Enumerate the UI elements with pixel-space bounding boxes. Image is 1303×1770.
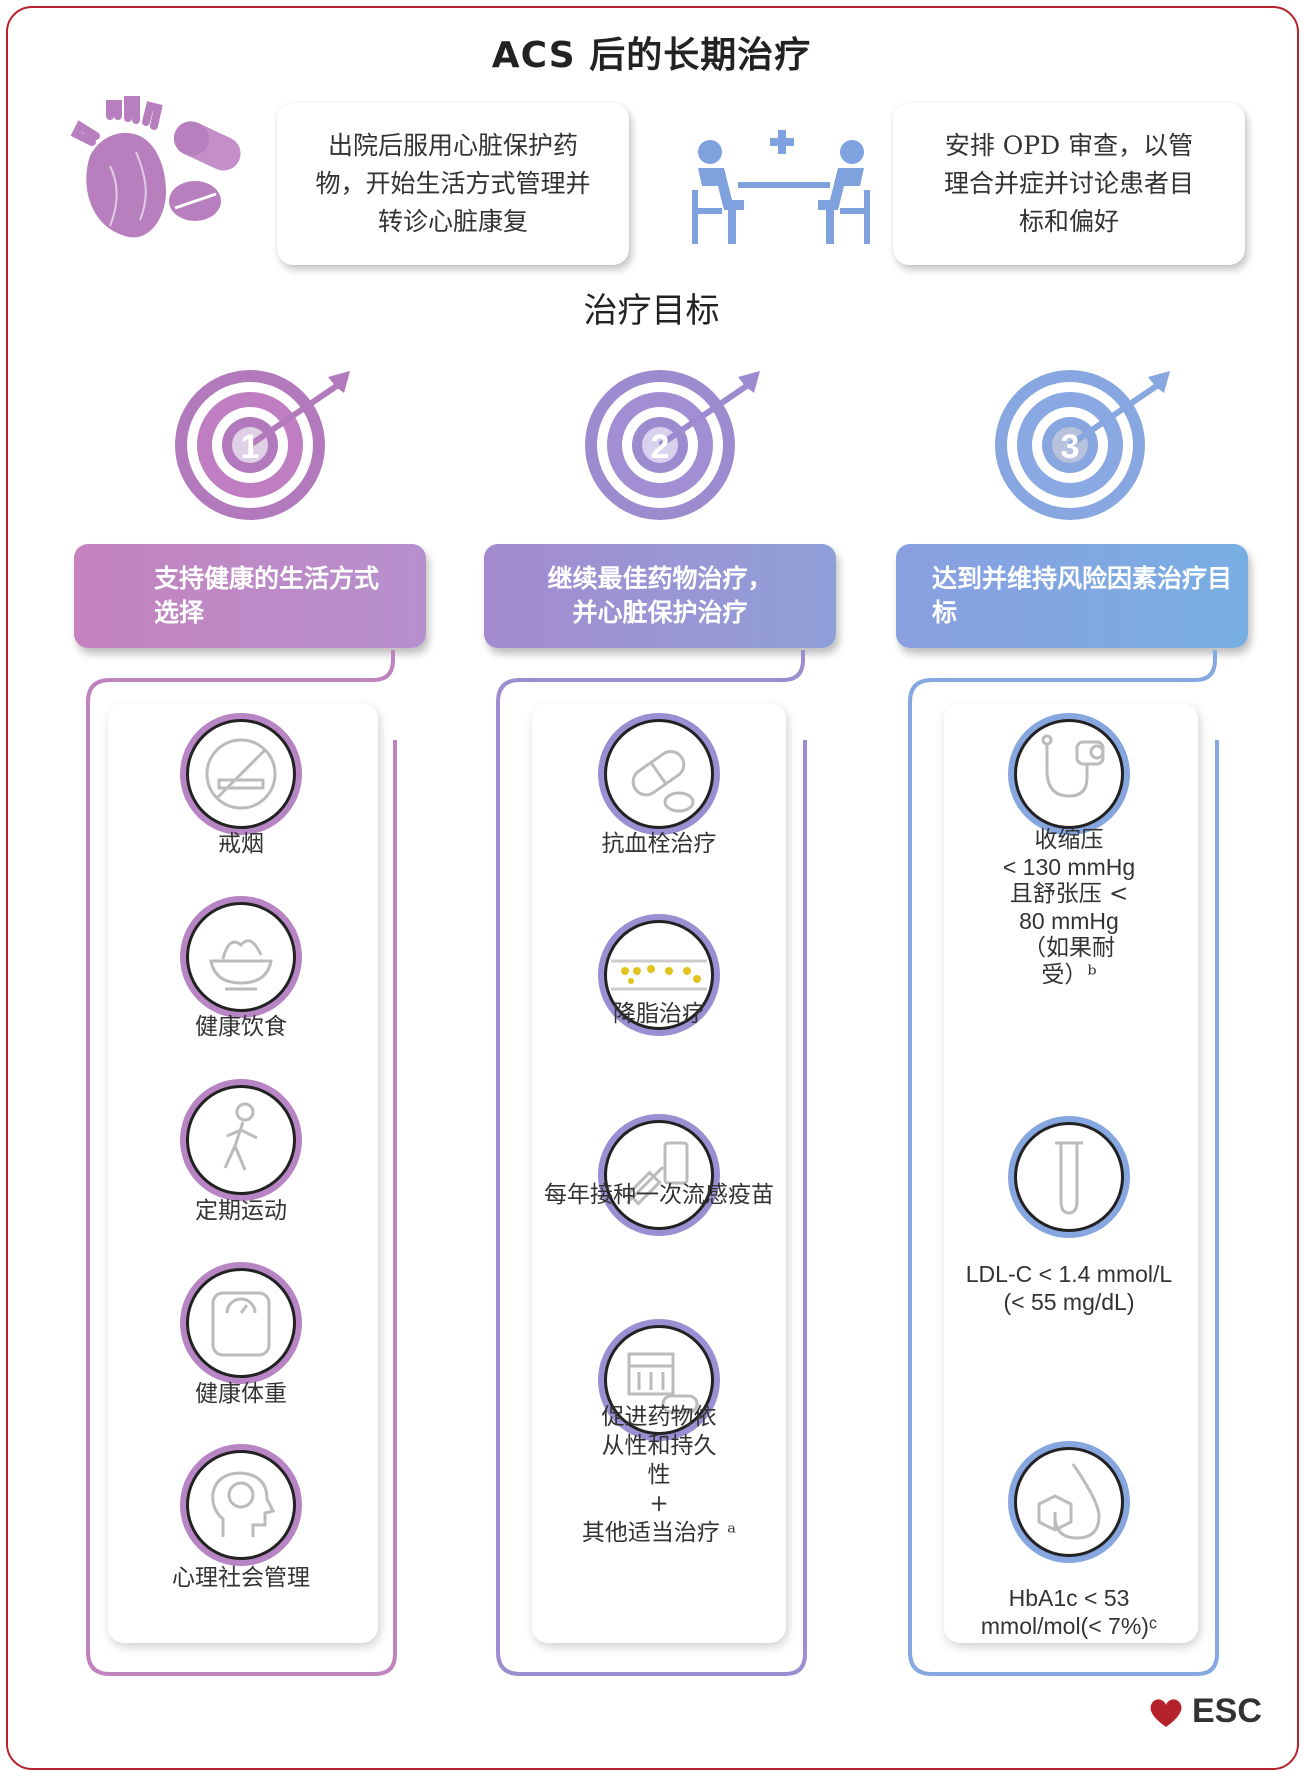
label-bp-target: 收缩压 < 130 mmHg 且舒张压 < 80 mmHg （如果耐 受）ᵇ bbox=[949, 827, 1189, 989]
opd-card-text: 安排 OPD 审查，以管理合并症并讨论患者目标和偏好 bbox=[943, 131, 1194, 236]
goal-number-1: 1 bbox=[241, 428, 260, 466]
bp-line-2: < 130 mmHg bbox=[1002, 854, 1136, 880]
ldl-line-2: (< 55 mg/dL) bbox=[1003, 1289, 1135, 1315]
esc-logo: ESC bbox=[1146, 1692, 1262, 1731]
bp-line-3: 且舒张压 < bbox=[1009, 881, 1129, 907]
label-ldl-target: LDL-C < 1.4 mmol/L (< 55 mg/dL) bbox=[949, 1260, 1189, 1316]
label-healthy-diet: 健康饮食 bbox=[195, 1014, 287, 1040]
no-smoking-icon bbox=[186, 719, 296, 829]
opd-card: 安排 OPD 审查，以管理合并症并讨论患者目标和偏好 bbox=[893, 103, 1245, 265]
label-lipid-lowering: 降脂治疗 bbox=[613, 1001, 705, 1027]
page-title: ACS 后的长期治疗 bbox=[491, 35, 812, 76]
label-regular-exercise: 定期运动 bbox=[195, 1198, 287, 1224]
bp-line-6: 受）ᵇ bbox=[1041, 962, 1097, 988]
exercise-icon bbox=[186, 1085, 296, 1195]
target-icon-3: 3 bbox=[995, 370, 1170, 520]
label-adherence: 促进药物依从性和持久性 + 其他适当治疗 ᵃ bbox=[539, 1403, 779, 1548]
goal-number-2: 2 bbox=[651, 428, 670, 466]
label-healthy-weight: 健康体重 bbox=[195, 1381, 287, 1407]
discharge-card-text: 出院后服用心脏保护药物，开始生活方式管理并转诊心脏康复 bbox=[315, 131, 591, 236]
bp-line-5: （如果耐 bbox=[1023, 935, 1115, 961]
goal-banner-risk-factors: 达到并维持风险因素治疗目标 bbox=[896, 544, 1248, 648]
heart-pill-icon bbox=[70, 96, 241, 238]
goal-title-2: 继续最佳药物治疗，并心脏保护治疗 bbox=[547, 564, 773, 627]
test-tube-icon bbox=[1014, 1122, 1124, 1232]
antithrombotic-pill-icon bbox=[604, 719, 714, 829]
weight-scale-icon bbox=[186, 1268, 296, 1378]
healthy-food-icon bbox=[186, 902, 296, 1012]
hba1c-line-2: mmol/mol(< 7%)ᶜ bbox=[980, 1613, 1158, 1639]
ldl-line-1: LDL-C < 1.4 mmol/L bbox=[965, 1261, 1173, 1287]
label-hba1c-target: HbA1c < 53 mmol/mol(< 7%)ᶜ bbox=[949, 1584, 1189, 1640]
goal-title-1: 支持健康的生活方式选择 bbox=[154, 564, 380, 627]
calendar-pill-icon bbox=[604, 1325, 714, 1435]
section-title: 治疗目标 bbox=[583, 291, 720, 331]
esc-logo-text: ESC bbox=[1192, 1692, 1262, 1730]
consultation-icon bbox=[692, 130, 870, 244]
label-psychosocial: 心理社会管理 bbox=[172, 1565, 310, 1591]
mind-icon bbox=[186, 1450, 296, 1560]
goal-number-3: 3 bbox=[1061, 428, 1080, 466]
label-influenza-vaccine: 每年接种一次流感疫苗 bbox=[544, 1182, 774, 1208]
target-icon-2: 2 bbox=[585, 370, 760, 520]
label-antithrombotic: 抗血栓治疗 bbox=[601, 831, 717, 857]
label-adherence-text: 促进药物依从性和持久性 bbox=[601, 1404, 717, 1488]
esc-heart-icon bbox=[1150, 1698, 1182, 1727]
column-brackets bbox=[86, 650, 1219, 1676]
target-icon-1: 1 bbox=[175, 370, 350, 520]
glucose-drop-icon bbox=[1014, 1447, 1124, 1557]
hba1c-line-1: HbA1c < 53 bbox=[1008, 1585, 1130, 1611]
blood-pressure-icon bbox=[1014, 719, 1124, 829]
label-other-therapies: 其他适当治疗 ᵃ bbox=[581, 1520, 737, 1546]
bp-line-4: 80 mmHg bbox=[1019, 908, 1119, 934]
goal-title-3: 达到并维持风险因素治疗目标 bbox=[932, 564, 1233, 627]
bp-line-1: 收缩压 bbox=[1034, 827, 1104, 853]
label-plus: + bbox=[649, 1491, 669, 1517]
lipid-vessel-icon bbox=[604, 920, 714, 1030]
vaccine-icon bbox=[604, 1120, 714, 1230]
goal-banner-lifestyle: 支持健康的生活方式选择 bbox=[74, 544, 426, 648]
label-no-smoking: 戒烟 bbox=[218, 831, 264, 857]
discharge-card: 出院后服用心脏保护药物，开始生活方式管理并转诊心脏康复 bbox=[277, 103, 629, 265]
goal-banner-medication: 继续最佳药物治疗，并心脏保护治疗 bbox=[484, 544, 836, 648]
